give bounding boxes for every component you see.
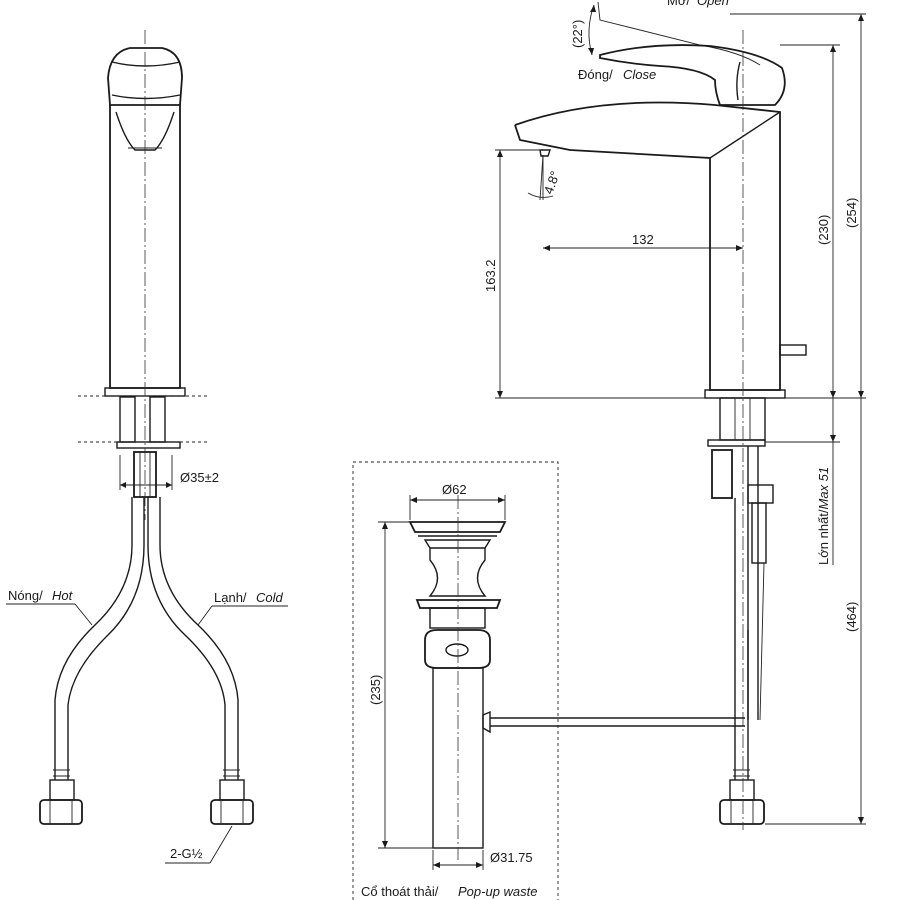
cold-label: Lạnh/ Cold [197, 590, 288, 626]
connector-label: 2-G½ [165, 825, 233, 864]
spout-height-dimension: 163.2 [483, 149, 705, 399]
svg-text:Lớn nhất/Max 51: Lớn nhất/Max 51 [816, 467, 831, 565]
spout-height-label: 163.2 [483, 259, 498, 292]
max-deck-en: Max 51 [816, 467, 831, 510]
tail-dia-label: Ø31.75 [490, 850, 533, 865]
hose-length-label: (464) [844, 602, 859, 632]
height-230-label: (230) [816, 215, 831, 245]
max-deck-vi: Lớn nhất/ [816, 509, 831, 565]
flange-diameter-dimension: Ø62 [409, 482, 506, 520]
popup-waste-drawing [352, 461, 745, 900]
connector-text: 2-G½ [170, 846, 203, 861]
faucet-front-view [39, 30, 254, 825]
hole-diameter-dimension: Ø35±2 [119, 455, 219, 490]
hole-dia-label: Ø35±2 [180, 470, 219, 485]
height-dimensions: (230) (254) [730, 13, 866, 399]
waste-vi: Cổ thoát thải/ [361, 884, 439, 899]
close-vi: Đóng/ [578, 67, 613, 82]
tail-diameter-dimension: Ø31.75 [432, 850, 533, 870]
waste-length-label: (235) [368, 675, 383, 705]
waste-length-dimension: (235) [368, 521, 435, 849]
hot-vi: Nóng/ [8, 588, 43, 603]
max-deck-dimension: Lớn nhất/Max 51 [765, 398, 840, 565]
popup-waste-label: Cổ thoát thải/ Pop-up waste [361, 884, 538, 899]
open-en: Open [697, 0, 729, 8]
close-en: Close [623, 67, 656, 82]
spout-tilt-annotation: 4.8° [527, 154, 563, 201]
spout-reach-dimension: 132 [543, 232, 743, 251]
waste-en: Pop-up waste [458, 884, 538, 899]
faucet-side-view [514, 1, 807, 830]
open-angle-label: (22°) [570, 20, 585, 48]
spout-reach-label: 132 [632, 232, 654, 247]
lever-angle-annotation: (22°) Mở/ Open Đóng/ Close [570, 0, 729, 82]
flange-dia-label: Ø62 [442, 482, 467, 497]
hose-length-dimension: (464) [765, 398, 866, 825]
spout-tilt-label: 4.8° [541, 169, 563, 196]
height-254-label: (254) [844, 198, 859, 228]
cold-en: Cold [256, 590, 284, 605]
open-vi: Mở/ [667, 0, 690, 8]
cold-vi: Lạnh/ [214, 590, 247, 605]
hot-label: Nóng/ Hot [6, 588, 93, 626]
hot-en: Hot [52, 588, 74, 603]
